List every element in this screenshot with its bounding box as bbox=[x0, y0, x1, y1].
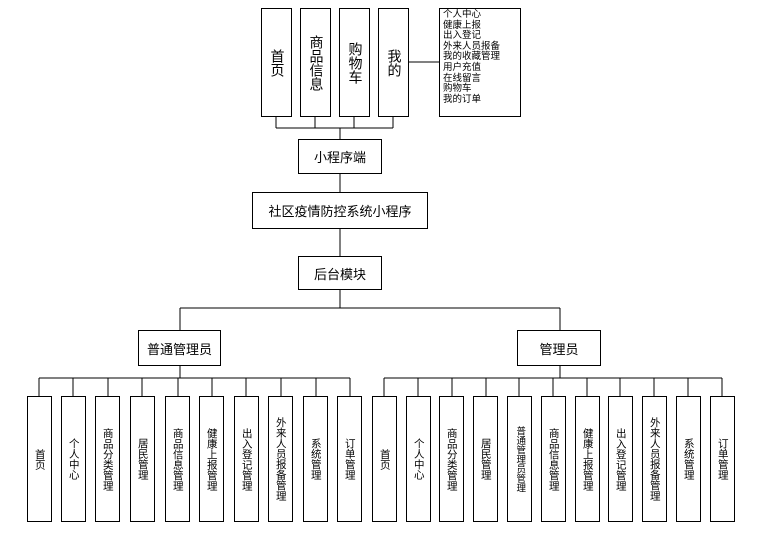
normal-admin-module: 订单管理 bbox=[337, 396, 362, 522]
tab-home: 首页 bbox=[261, 8, 292, 117]
admin-module: 居民管理 bbox=[473, 396, 498, 522]
module-label: 居民管理 bbox=[136, 438, 149, 480]
normal-admin-node: 普通管理员 bbox=[138, 330, 221, 366]
tab-product-info: 商品信息 bbox=[300, 8, 331, 117]
admin-module: 出入登记管理 bbox=[608, 396, 633, 522]
mine-item: 我的收藏管理 bbox=[443, 51, 501, 63]
admin-module: 首页 bbox=[372, 396, 397, 522]
module-label: 居民管理 bbox=[479, 438, 492, 480]
admin-module: 系统管理 bbox=[676, 396, 701, 522]
tab-mine: 我的 bbox=[378, 8, 409, 117]
admin-module: 个人中心 bbox=[406, 396, 431, 522]
module-label: 外来人员报备管理 bbox=[648, 417, 661, 501]
mine-item: 在线留言 bbox=[443, 72, 482, 84]
module-label: 个人中心 bbox=[412, 438, 425, 480]
normal-admin-module: 个人中心 bbox=[61, 396, 86, 522]
admin-module: 健康上报管理 bbox=[575, 396, 600, 522]
module-label: 个人中心 bbox=[67, 438, 80, 480]
mine-item: 健康上报 bbox=[443, 19, 482, 31]
module-label: 普通管理员管理 bbox=[514, 425, 526, 493]
backend-label: 后台模块 bbox=[313, 267, 366, 283]
normal-admin-module: 首页 bbox=[27, 396, 52, 522]
normal-admin-module: 居民管理 bbox=[130, 396, 155, 522]
admin-node: 管理员 bbox=[517, 330, 601, 366]
module-label: 出入登记管理 bbox=[240, 427, 253, 491]
tab-home-label: 首页 bbox=[268, 48, 285, 77]
normal-admin-module: 外来人员报备管理 bbox=[268, 396, 293, 522]
admin-module: 外来人员报备管理 bbox=[642, 396, 667, 522]
system-node: 社区疫情防控系统小程序 bbox=[252, 192, 428, 229]
admin-label: 管理员 bbox=[539, 342, 579, 358]
module-label: 订单管理 bbox=[343, 438, 356, 480]
miniprogram-node: 小程序端 bbox=[298, 139, 382, 174]
module-label: 商品分类管理 bbox=[101, 427, 114, 491]
mine-item: 出入登记 bbox=[443, 30, 482, 42]
mine-item: 外来人员报备 bbox=[443, 40, 501, 52]
module-label: 订单管理 bbox=[716, 438, 729, 480]
normal-admin-module: 系统管理 bbox=[303, 396, 328, 522]
admin-module: 商品信息管理 bbox=[541, 396, 566, 522]
module-label: 系统管理 bbox=[682, 438, 695, 480]
module-label: 首页 bbox=[33, 448, 46, 470]
normal-admin-module: 出入登记管理 bbox=[234, 396, 259, 522]
module-label: 外来人员报备管理 bbox=[274, 417, 287, 501]
module-label: 出入登记管理 bbox=[614, 427, 627, 491]
mine-item: 我的订单 bbox=[443, 93, 482, 105]
system-label: 社区疫情防控系统小程序 bbox=[268, 205, 412, 220]
admin-module: 订单管理 bbox=[710, 396, 735, 522]
miniprogram-label: 小程序端 bbox=[313, 151, 366, 166]
module-label: 健康上报管理 bbox=[205, 427, 218, 491]
module-label: 首页 bbox=[378, 448, 391, 470]
admin-module: 商品分类管理 bbox=[439, 396, 464, 522]
mine-item: 购物车 bbox=[443, 83, 472, 95]
normal-admin-module: 健康上报管理 bbox=[199, 396, 224, 522]
backend-node: 后台模块 bbox=[298, 256, 382, 290]
module-label: 商品信息管理 bbox=[547, 427, 560, 491]
module-label: 健康上报管理 bbox=[581, 427, 594, 491]
module-label: 系统管理 bbox=[309, 438, 322, 480]
module-label: 商品信息管理 bbox=[171, 427, 184, 491]
normal-admin-label: 普通管理员 bbox=[146, 342, 212, 358]
tab-cart-label: 购物车 bbox=[346, 41, 363, 84]
tab-mine-label: 我的 bbox=[385, 48, 402, 77]
mine-item: 用户充值 bbox=[443, 61, 482, 73]
normal-admin-module: 商品信息管理 bbox=[165, 396, 190, 522]
module-label: 商品分类管理 bbox=[445, 427, 458, 491]
mine-submenu-list: 个人中心 健康上报 出入登记 外来人员报备 我的收藏管理 用户充值 在线留言 购… bbox=[439, 8, 521, 117]
tab-product-info-label: 商品信息 bbox=[307, 34, 324, 91]
admin-module: 普通管理员管理 bbox=[507, 396, 532, 522]
normal-admin-module: 商品分类管理 bbox=[95, 396, 120, 522]
tab-cart: 购物车 bbox=[339, 8, 370, 117]
mine-item: 个人中心 bbox=[443, 9, 482, 20]
